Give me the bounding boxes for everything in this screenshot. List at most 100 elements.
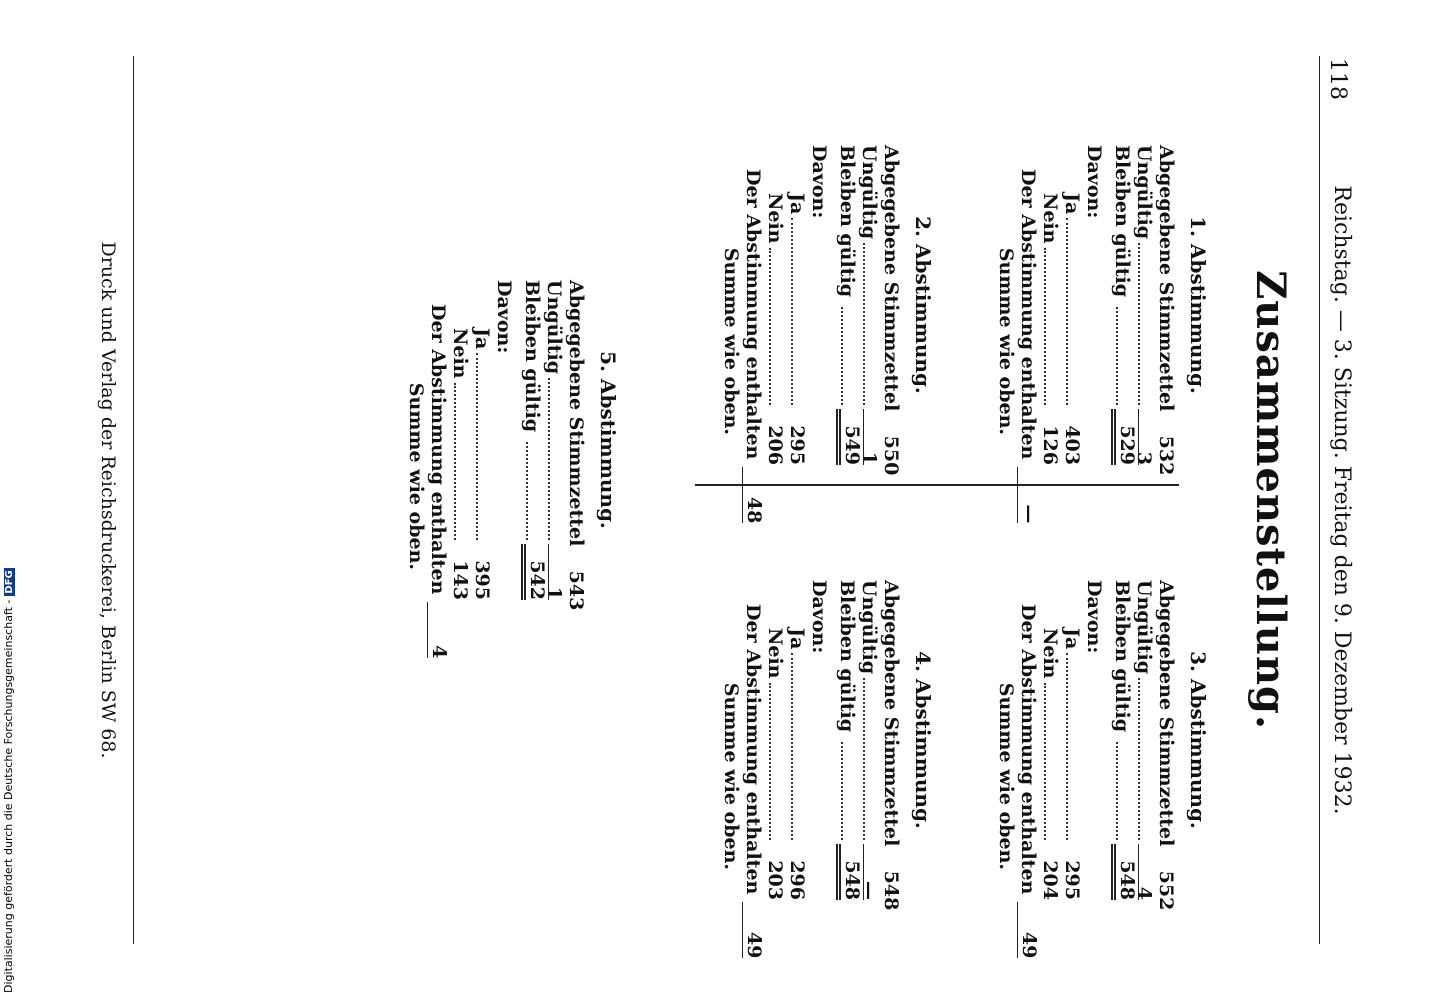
- davon-label: Davon:: [808, 580, 830, 654]
- abgegebene-row-label: Abgegebene Stimmzettel: [565, 280, 587, 547]
- bleiben-row-label: Bleiben gültig: [521, 280, 543, 432]
- abgegebene-row-label: Abgegebene Stimmzettel: [1155, 580, 1177, 847]
- abgegebene-row: Abgegebene Stimmzettel 550: [880, 145, 902, 475]
- nein-row-label: Nein: [1039, 628, 1061, 679]
- nein-row-value: 206: [764, 425, 786, 465]
- abgegebene-row-value: 550: [880, 435, 902, 476]
- ja-row-value: 403: [1061, 425, 1083, 465]
- leader-dots: [1066, 653, 1068, 840]
- abgegebene-row: Abgegebene Stimmzettel 532: [1155, 145, 1177, 475]
- ja-row-value: 296: [786, 860, 808, 900]
- bleiben-row-label: Bleiben gültig: [1111, 145, 1133, 297]
- enthalten-row: Der Abstimmung enthalten —: [1017, 145, 1040, 524]
- bleiben-row-value: 548: [836, 844, 864, 900]
- bleiben-row: Bleiben gültig 548: [1111, 580, 1139, 900]
- ja-row-label: Ja: [1061, 628, 1083, 650]
- vote-block-2: 2. Abstimmung. Abgegebene Stimmzettel 550 U…: [718, 145, 935, 524]
- leader-dots: [769, 682, 771, 840]
- bleiben-row-value: 549: [836, 409, 864, 465]
- ja-row-label: Ja: [786, 193, 808, 215]
- ungueltig-row-label: Ungültig: [858, 145, 880, 239]
- bleiben-row: Bleiben gültig 548: [836, 580, 864, 900]
- digitization-credit: Digitalisierung gefördert durch die Deut…: [2, 568, 15, 993]
- leader-dots: [1138, 242, 1140, 405]
- bleiben-row-value: 529: [1111, 409, 1139, 465]
- leader-dots: [841, 306, 843, 405]
- davon-row: Davon:: [1083, 145, 1105, 465]
- ja-row: Ja 295: [1061, 580, 1083, 900]
- bleiben-row: Bleiben gültig 529: [1111, 145, 1139, 465]
- abgegebene-row-label: Abgegebene Stimmzettel: [880, 145, 902, 412]
- leader-dots: [1116, 741, 1118, 840]
- leader-dots: [791, 218, 793, 405]
- abgegebene-row: Abgegebene Stimmzettel 543: [565, 280, 587, 610]
- enthalten-row-label: Der Abstimmung enthalten: [1017, 169, 1039, 460]
- enthalten-row: Der Abstimmung enthalten 49: [1017, 580, 1040, 959]
- abgegebene-row-value: 543: [565, 570, 587, 611]
- summe-line: Summe wie oben.: [995, 682, 1017, 870]
- bleiben-row-label: Bleiben gültig: [1111, 580, 1133, 732]
- dfg-logo: DFG: [4, 568, 15, 596]
- summe-line: Summe wie oben.: [995, 247, 1017, 435]
- leader-dots: [841, 741, 843, 840]
- abgegebene-row-value: 532: [1155, 435, 1177, 476]
- bleiben-row-value: 548: [1111, 844, 1139, 900]
- nein-row-label: Nein: [764, 628, 786, 679]
- leader-dots: [526, 441, 528, 540]
- leader-dots: [769, 247, 771, 405]
- enthalten-row-label: Der Abstimmung enthalten: [742, 169, 764, 460]
- leader-dots: [476, 353, 478, 540]
- footer-rule: [133, 56, 134, 944]
- ja-row: Ja 295: [786, 145, 808, 465]
- ja-row-label: Ja: [1061, 193, 1083, 215]
- leader-dots: [454, 382, 456, 540]
- credit-text: Digitalisierung gefördert durch die Deut…: [2, 599, 15, 993]
- nein-row-label: Nein: [764, 193, 786, 244]
- leader-dots: [548, 377, 550, 540]
- nein-row-value: 143: [449, 560, 471, 600]
- abgegebene-row-value: 548: [880, 870, 902, 911]
- abgegebene-row-label: Abgegebene Stimmzettel: [880, 580, 902, 847]
- leader-dots: [1066, 218, 1068, 405]
- nein-row-label: Nein: [449, 328, 471, 379]
- leader-dots: [863, 677, 865, 840]
- abgegebene-row: Abgegebene Stimmzettel 548: [880, 580, 902, 910]
- nein-row: Nein 126: [1039, 145, 1061, 465]
- leader-dots: [1138, 677, 1140, 840]
- ja-row-value: 295: [1061, 860, 1083, 900]
- bleiben-row-label: Bleiben gültig: [836, 145, 858, 297]
- bleiben-row: Bleiben gültig 542: [521, 280, 549, 600]
- column-divider: [695, 484, 1179, 486]
- bleiben-row-value: 542: [521, 544, 549, 600]
- document-title: Zusammenstellung.: [1247, 270, 1294, 730]
- ja-row-value: 295: [786, 425, 808, 465]
- leader-dots: [863, 242, 865, 405]
- ungueltig-row-label: Ungültig: [858, 580, 880, 674]
- nein-row-value: 204: [1039, 860, 1061, 900]
- enthalten-row-value: —: [1017, 467, 1040, 524]
- vote-title: 2. Abstimmung.: [911, 216, 935, 394]
- ungueltig-row-label: Ungültig: [1133, 580, 1155, 674]
- abgegebene-row-label: Abgegebene Stimmzettel: [1155, 145, 1177, 412]
- nein-row-label: Nein: [1039, 193, 1061, 244]
- ja-row-label: Ja: [471, 328, 493, 350]
- enthalten-row-label: Der Abstimmung enthalten: [1017, 604, 1039, 895]
- bleiben-row: Bleiben gültig 549: [836, 145, 864, 465]
- ja-row: Ja 403: [1061, 145, 1083, 465]
- nein-row-value: 126: [1039, 425, 1061, 465]
- enthalten-row-value: 49: [1017, 902, 1040, 959]
- vote-title: 5. Abstimmung.: [596, 351, 620, 529]
- enthalten-row-label: Der Abstimmung enthalten: [427, 304, 449, 595]
- enthalten-row-value: 49: [742, 902, 765, 959]
- bleiben-row-label: Bleiben gültig: [836, 580, 858, 732]
